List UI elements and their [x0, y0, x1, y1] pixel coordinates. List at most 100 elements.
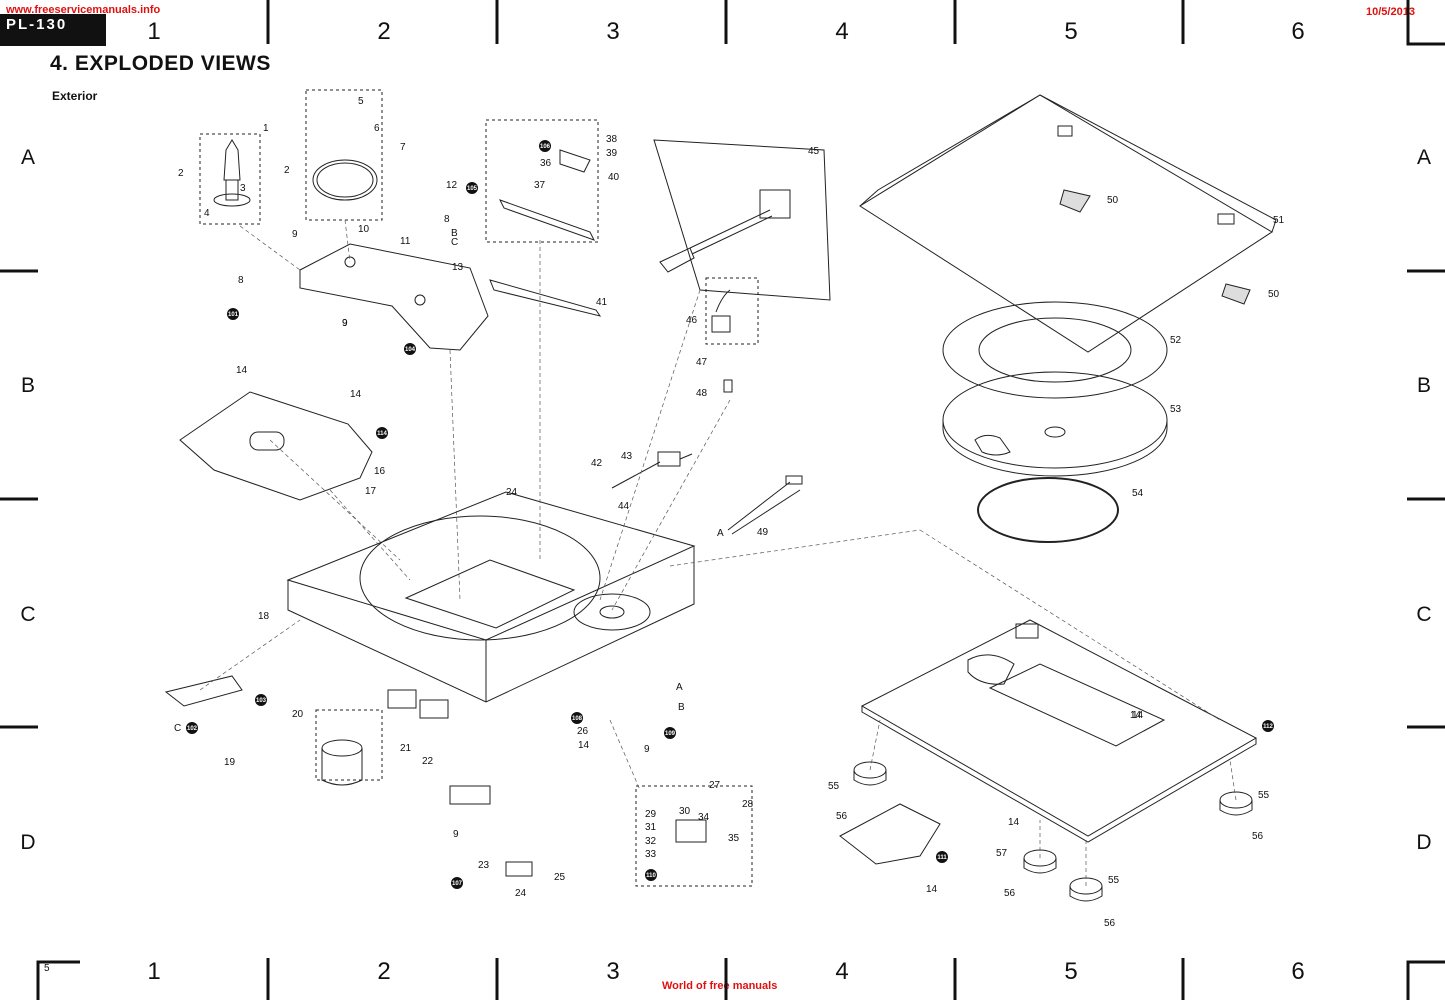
grid-row-left: B [20, 374, 35, 397]
ref-marker: 107 [451, 877, 463, 889]
part-number: 14 [926, 884, 938, 895]
lever-assembly [485, 119, 599, 243]
part-number: 7 [400, 142, 406, 153]
drive-belt [977, 477, 1119, 543]
foot-part [164, 675, 243, 707]
platter [942, 371, 1168, 477]
part-number: 16 [374, 466, 386, 477]
section-subtitle: Exterior [52, 89, 98, 103]
bottom-cover-small [179, 391, 373, 501]
part-number: 49 [757, 527, 769, 538]
svg-text:107: 107 [452, 881, 463, 887]
motor [315, 709, 383, 786]
part-number: 8 [238, 275, 244, 286]
lift-bar [489, 279, 602, 317]
part-number: 17 [365, 486, 377, 497]
part-number: 5 [358, 96, 364, 107]
part-number: 48 [696, 388, 708, 399]
ref-marker: 109 [664, 727, 676, 739]
part-number: 12 [446, 180, 458, 191]
part-number: 55 [828, 781, 840, 792]
part-number: 43 [621, 451, 633, 462]
bracket-part [449, 785, 491, 805]
grid-column-top: 2 [377, 18, 391, 45]
part-number: 2 [284, 165, 290, 176]
part-number: 37 [534, 180, 546, 191]
grid-column-top: 5 [1064, 18, 1078, 45]
part-number: 56 [1104, 918, 1116, 929]
part-number: 42 [591, 458, 603, 469]
svg-text:102: 102 [187, 726, 198, 732]
svg-text:106: 106 [540, 144, 551, 150]
part-number: C [174, 723, 181, 734]
bottom-bracket [839, 803, 941, 865]
ref-marker: 103 [255, 694, 267, 706]
part-number: A [717, 528, 724, 539]
part-number: 41 [596, 297, 608, 308]
spindle-assembly [199, 133, 261, 225]
switch-assembly [635, 785, 753, 887]
ref-marker: 111 [936, 851, 948, 863]
watermark-url: www.freeservicemanuals.info [6, 4, 161, 16]
part-number: 14 [236, 365, 248, 376]
watermark-date: 10/5/2013 [1366, 6, 1415, 18]
part-number: 52 [1170, 335, 1182, 346]
grid-column-bottom: 1 [147, 958, 161, 985]
part-number: B [451, 228, 458, 239]
ref-marker: 112 [1262, 720, 1274, 732]
grid-column-top: 3 [606, 18, 620, 45]
svg-text:103: 103 [256, 698, 267, 704]
part-number: 27 [709, 780, 721, 791]
part-number: 55 [1258, 790, 1270, 801]
svg-text:109: 109 [665, 731, 676, 737]
grid-column-top: 4 [835, 18, 849, 45]
part-number: 3 [240, 183, 246, 194]
part-number: 24 [506, 487, 518, 498]
ref-marker: 108 [571, 712, 583, 724]
grid-column-bottom: 3 [606, 958, 620, 985]
part-number: 57 [996, 848, 1008, 859]
part-number: 33 [645, 849, 657, 860]
cabinet [286, 491, 696, 703]
part-number-labels: 1 2 2 3 4 5 6 7 8 8 9 9 10 11 12 13 14 1… [174, 96, 1285, 929]
part-number: 14 [350, 389, 362, 400]
part-number: 50 [1107, 195, 1119, 206]
part-number: 14 [1132, 710, 1144, 721]
part-number: 4 [204, 208, 210, 219]
page-title: 4. EXPLODED VIEWS [50, 52, 271, 75]
part-number: 9 [644, 744, 650, 755]
platter-mat [942, 301, 1168, 399]
leader-lines [199, 219, 1237, 886]
part-number: 56 [836, 811, 848, 822]
svg-text:105: 105 [467, 186, 478, 192]
arm-rest [705, 277, 759, 393]
power-cord [611, 451, 693, 489]
part-number: 19 [224, 757, 236, 768]
grid-row-right: C [1416, 603, 1432, 626]
grid-row-left: A [20, 146, 35, 169]
reference-markers: 101 102 103 104 105 106 107 108 109 110 … [186, 140, 1274, 889]
grid-row-left: D [20, 831, 36, 854]
svg-text:112: 112 [1263, 724, 1273, 730]
corner-marks [36, 0, 1445, 1000]
part-number: 34 [698, 812, 710, 823]
part-number: 44 [618, 501, 630, 512]
svg-text:114: 114 [377, 431, 387, 437]
part-number: 21 [400, 743, 412, 754]
part-number: 39 [606, 148, 618, 159]
clip-part [505, 861, 533, 877]
part-number: 9 [453, 829, 459, 840]
signal-cable [727, 475, 803, 535]
part-number: 40 [608, 172, 620, 183]
part-number: 6 [374, 123, 380, 134]
ref-marker: 102 [186, 722, 198, 734]
rubber-feet [853, 761, 1253, 902]
part-number: 2 [178, 168, 184, 179]
gear-wheel [305, 89, 383, 221]
part-number: 30 [679, 806, 691, 817]
grid-column-bottom: 4 [835, 958, 849, 985]
svg-text:111: 111 [937, 855, 947, 861]
part-number: 13 [452, 262, 464, 273]
